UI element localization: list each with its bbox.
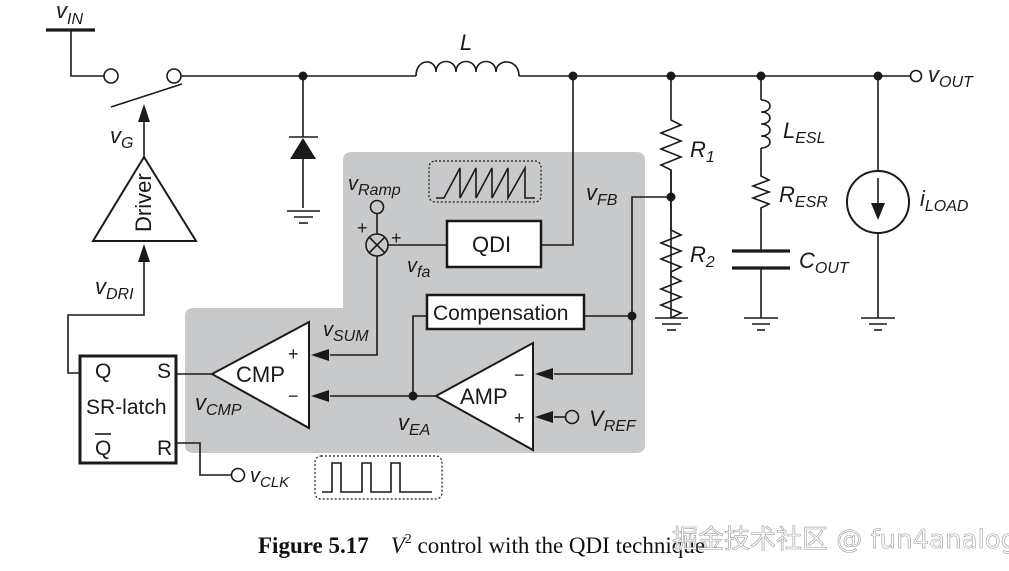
qdi-block (445, 219, 543, 269)
switch-blade (110, 83, 183, 108)
latch-r-pin: R (157, 437, 172, 460)
ground-icon (655, 317, 688, 331)
vramp-label: vRamp (348, 173, 401, 199)
vin-label: vIN (56, 0, 83, 28)
load-arrow-icon (871, 203, 885, 220)
latch-s-pin: S (157, 360, 171, 383)
amp-label: AMP (460, 384, 508, 409)
vout-terminal (909, 69, 923, 83)
amp-error-amplifier (433, 341, 534, 452)
ground-icon (861, 317, 895, 331)
r1-label: R1 (690, 137, 715, 166)
qdi-label: QDI (472, 232, 511, 257)
vref-terminal (564, 409, 580, 425)
vea-label: vEA (398, 410, 430, 439)
watermark: 掘金技术社区 @ fun4analog (672, 525, 1009, 555)
vclk-terminal (230, 467, 246, 483)
cmp-minus-sign: − (288, 386, 299, 406)
cmp-plus-sign: + (288, 344, 299, 364)
clock-waveform-box (314, 455, 443, 500)
vg-label: vG (110, 123, 133, 152)
vsum-wire (330, 256, 378, 356)
latch-name: SR-latch (86, 396, 167, 419)
diode-icon (290, 138, 316, 159)
ground-icon (287, 210, 320, 224)
vfa-label: vfa (407, 255, 430, 281)
iload-label: iLOAD (920, 186, 969, 215)
summer-plus-ramp: + (357, 218, 368, 238)
switch-terminal-left (103, 68, 119, 84)
ramp-waveform-icon (436, 164, 535, 202)
cmp-label: CMP (236, 362, 285, 387)
ramp-waveform-box (428, 160, 542, 203)
vfb-label: vFB (586, 180, 618, 209)
vea-arrow-icon (311, 390, 329, 402)
compensation-label: Compensation (433, 302, 568, 325)
switch-terminal-right (166, 68, 182, 84)
vin-wire (70, 30, 104, 77)
vdri-arrow-icon (138, 244, 150, 262)
sr-latch-block (78, 354, 178, 465)
inductor-esl (760, 99, 771, 149)
vfb-arrow-icon (535, 368, 553, 380)
resistor-esr (750, 148, 772, 250)
inductor-l (415, 60, 520, 77)
r2-label: R2 (690, 242, 715, 271)
ground-icon (744, 317, 778, 331)
vdri-label: vDRI (95, 274, 134, 303)
inductor-label: L (460, 30, 472, 55)
vout-label: vOUT (928, 62, 974, 91)
vcmp-label: vCMP (195, 390, 242, 419)
compensation-ea-wire (412, 315, 427, 396)
junction-vfb (666, 192, 676, 202)
compensation-block (425, 293, 586, 331)
latch-q-pin: Q (95, 360, 111, 383)
lesl-label: LESL (783, 118, 826, 147)
summer-plus-qdi: + (391, 228, 402, 248)
driver-block (91, 155, 198, 242)
amp-plus-sign: + (514, 408, 525, 428)
vfb-wire (554, 196, 671, 375)
vref-arrow-icon (535, 411, 553, 423)
amp-minus-sign: − (514, 365, 525, 385)
vg-arrow-icon (138, 104, 150, 122)
qdi-input-wire (541, 76, 574, 246)
resistor-r2 (658, 170, 684, 318)
vsum-label: vSUM (323, 319, 369, 345)
junction-vea (408, 391, 418, 401)
cmp-comparator (209, 320, 310, 430)
vdri-wire (67, 262, 145, 374)
clk-wire (176, 442, 231, 476)
vramp-terminal (369, 199, 385, 215)
vclk-label: vCLK (250, 465, 290, 491)
resr-label: RESR (779, 182, 828, 211)
vsum-arrow-icon (311, 349, 329, 361)
driver-label: Driver (131, 173, 156, 232)
cout-label: COUT (799, 248, 850, 277)
clock-waveform-icon (322, 462, 432, 493)
latch-qbar-pin: Q (95, 437, 111, 460)
vref-label: VREF (589, 406, 637, 435)
